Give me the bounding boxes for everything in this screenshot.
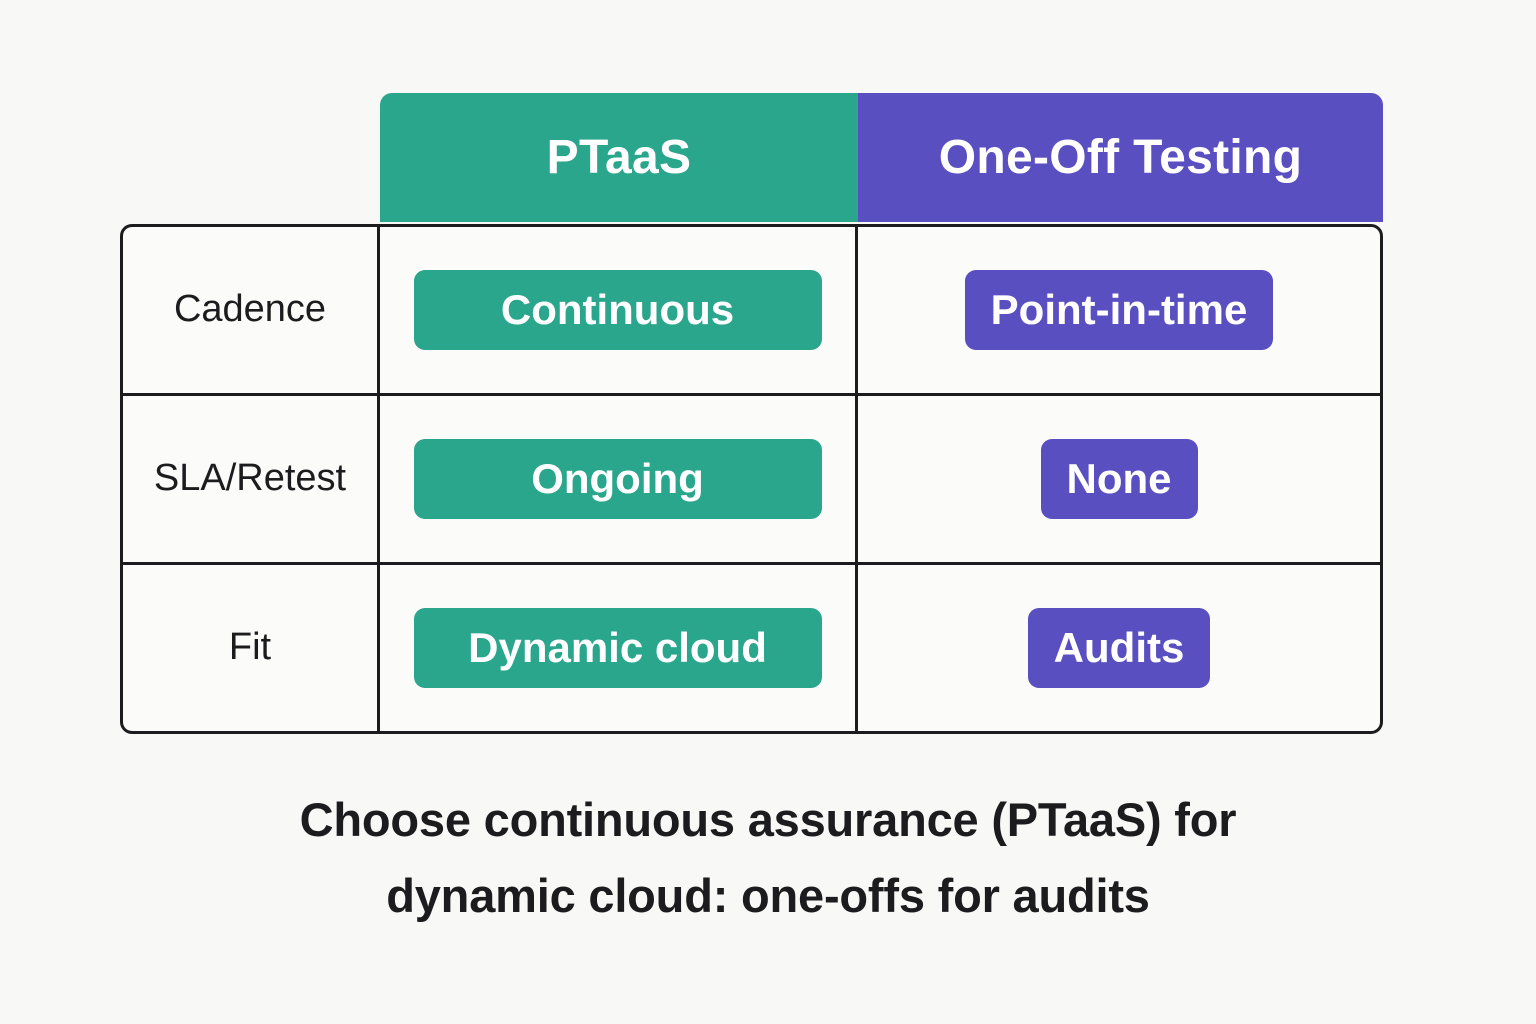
pill-sla-retest-one-off: None <box>1040 439 1198 519</box>
column-header-one-off-testing: One-Off Testing <box>858 93 1383 222</box>
pill-sla-retest-ptaas: Ongoing <box>413 439 822 519</box>
row-label-sla-retest: SLA/Retest <box>123 396 380 562</box>
row-label-cadence: Cadence <box>123 227 380 393</box>
column-header-ptaas: PTaaS <box>380 93 858 222</box>
comparison-table-body: Cadence Continuous Point-in-time SLA/Ret… <box>120 224 1383 734</box>
column-header-one-off-testing-label: One-Off Testing <box>938 130 1303 184</box>
pill-cadence-one-off: Point-in-time <box>964 270 1274 350</box>
table-header-row: PTaaS One-Off Testing <box>380 93 1383 222</box>
column-header-ptaas-label: PTaaS <box>546 130 692 184</box>
table-row: Cadence Continuous Point-in-time <box>123 227 1380 396</box>
caption-line-2: dynamic cloud: one-offs for audits <box>386 869 1150 923</box>
cell-fit-one-off: Audits <box>858 565 1380 731</box>
table-row: SLA/Retest Ongoing None <box>123 396 1380 565</box>
pill-cadence-ptaas: Continuous <box>413 270 822 350</box>
caption: Choose continuous assurance (PTaaS) for … <box>168 782 1368 934</box>
cell-fit-ptaas: Dynamic cloud <box>380 565 858 731</box>
pill-fit-ptaas: Dynamic cloud <box>413 608 822 688</box>
caption-line-1: Choose continuous assurance (PTaaS) for <box>299 793 1237 846</box>
cell-sla-retest-one-off: None <box>858 396 1380 562</box>
table-row: Fit Dynamic cloud Audits <box>123 565 1380 731</box>
cell-sla-retest-ptaas: Ongoing <box>380 396 858 562</box>
cell-cadence-one-off: Point-in-time <box>858 227 1380 393</box>
cell-cadence-ptaas: Continuous <box>380 227 858 393</box>
row-label-fit: Fit <box>123 565 380 731</box>
pill-fit-one-off: Audits <box>1027 608 1211 688</box>
